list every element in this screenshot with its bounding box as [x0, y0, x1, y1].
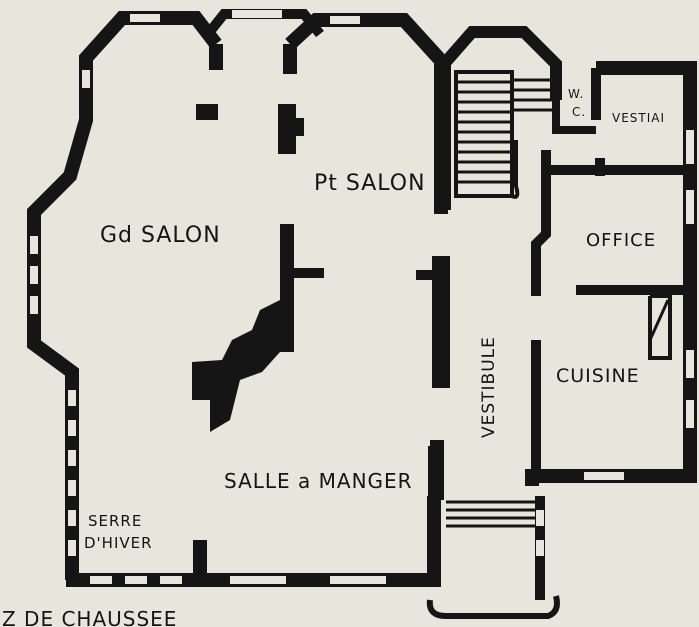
label-vestibule: VESTIBULE [479, 336, 499, 438]
label-wc-line1: W. [568, 87, 584, 101]
label-office: OFFICE [586, 230, 656, 251]
label-salle-a-manger: SALLE a MANGER [224, 469, 413, 493]
label-cuisine: CUISINE [556, 365, 640, 387]
label-grand-salon: Gd SALON [100, 223, 221, 248]
entrance-steps [446, 500, 536, 528]
plan-caption: Z DE CHAUSSEE [2, 607, 177, 627]
label-vestiaire: VESTIAI [612, 111, 665, 125]
label-serre-line1: SERRE [88, 512, 142, 530]
interior-walls [192, 64, 690, 500]
main-staircase [454, 70, 556, 199]
label-serre-line2: D'HIVER [84, 534, 153, 552]
windows [30, 10, 694, 584]
label-petit-salon: Pt SALON [314, 171, 426, 196]
label-wc-line2: C. [572, 105, 586, 119]
